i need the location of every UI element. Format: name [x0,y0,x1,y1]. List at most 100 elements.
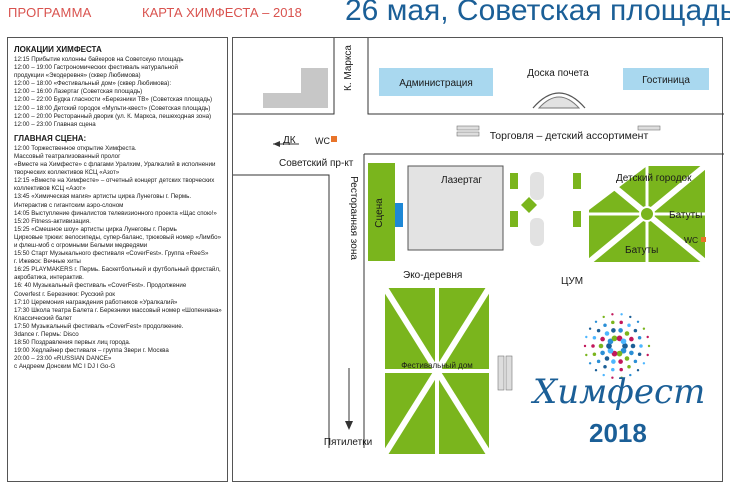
logo-dot [642,327,646,330]
logo-dot [620,376,623,379]
locations-list: 12:15 Прибытие колонны байкеров на Совет… [14,56,221,129]
khimfest-logo-emblem [583,313,651,379]
logo-dot [619,367,623,372]
eco-village-label: Эко-деревня [403,270,462,281]
program-line: с Андреем Донским MC I DJ I Go-G [14,363,116,371]
program-line: 12:15 Прибытие колонны байкеров на Совет… [14,56,184,63]
wc-label: WC [315,136,330,146]
logo-dot [592,336,597,340]
program-heading: ПРОГРАММА [8,5,92,20]
logo-dot [629,315,632,319]
program-line: Интерактив с гигантским аэро-слоном [14,201,124,209]
kids-town-area [587,163,707,265]
logo-dot [629,373,632,377]
logo-dot [627,365,631,369]
map-canvas: Администрация Гостиница Доска почета К. … [233,38,724,456]
logo-dot [629,350,634,356]
kiosk-box [510,173,518,189]
program-line: 16: 40 Музыкальный фестиваль «CoverFest»… [14,282,187,290]
program-line: 12:00 – 18:00 «Фестивальный дом» (сквер … [14,80,172,88]
program-line: 12:00 – 18:00 Детский городок «Мульти-кв… [14,104,211,112]
program-line: 17:10 Церемония награждения работников «… [14,298,178,306]
logo-dot [600,350,605,356]
logo-dot [611,359,616,364]
program-line: 20:00 – 23:00 «RUSSIAN DANCE» [14,355,112,363]
logo-dot [607,347,614,354]
logo-dot [585,335,588,339]
tsum-label: ЦУМ [561,276,583,287]
logo-dot [603,323,607,327]
logo-dot [636,369,640,372]
stage-area [368,163,395,261]
program-line: Массовый театрализованный пролог [14,152,121,160]
logo-dot [592,352,597,356]
stage-title: ГЛАВНАЯ СЦЕНА: [14,133,87,143]
logo-dot [622,343,628,349]
logo-dot [602,373,605,377]
lasertag-label: Лазертаг [441,175,482,186]
logo-dot [637,352,642,356]
program-line: 14:05 Выступление финалистов телевизионн… [14,209,217,217]
logo-dot [604,356,610,361]
block-edge-nw [233,38,335,115]
logo-dot [639,344,643,348]
logo-dot [588,327,592,330]
program-line: 12:00 – 19:00 Гастрономических фестиваль… [14,64,178,72]
round-bed [530,172,544,200]
logo-dot [591,344,595,348]
program-line: 17:50 Музыкальный фестиваль «CoverFest» … [14,322,184,330]
logo-dot [636,320,640,323]
program-line: 12:00 – 16:00 Лазертаг (Советская площад… [14,88,143,96]
kids-town-label-1: Детский городок [616,173,692,184]
logo-dot [600,336,605,342]
logo-year: 2018 [589,418,647,448]
program-line: Цирковые трюки: велосипеды, супер-баланс… [14,233,222,241]
doska-arc [532,92,586,109]
program-line: 15:20 Fitness-активизация. [14,217,91,225]
restaurant-zone-label: Ресторанная зона [348,176,359,260]
program-line: 12:00 – 23:00 Главная сцена [14,120,96,128]
program-line: 17:30 Школа театра Балета г. Березники м… [14,306,222,314]
administration-label: Администрация [399,78,473,89]
bench [456,131,480,137]
program-line: 12:00 Торжественное открытие Химфеста. [14,144,137,152]
kiosk-box [573,211,581,227]
logo-dot [607,338,614,345]
program-line: 12:15 «Вместе на Химфесте» – отчетный ко… [14,177,215,185]
logo-dot [602,315,605,319]
program-line: и флеш-моб с огромными Белыми медведями [14,241,148,249]
doska-label: Доска почета [527,68,589,79]
logo-dot [583,344,587,348]
trampolines-label-1: Батуты [669,210,702,221]
logo-dot [646,335,649,339]
logo-dot [630,343,636,349]
bench [637,125,661,131]
logo-dot [611,367,615,372]
stage-platform [395,203,403,227]
logo-dot [618,328,623,333]
pyatiletki-label: Пятилетки [324,437,372,448]
program-line: «Вместе на Химфесте» с флагами Уралхим, … [14,161,216,169]
lasertag-area [407,165,504,251]
bench [456,125,480,131]
diamond-marker [521,197,537,213]
stage-label: Сцена [374,198,385,228]
program-line: творческих коллективов КСЦ «Азот» [14,169,120,177]
program-line: 15:25 «Смешное шоу» артисты цирка Лунего… [14,225,177,233]
logo-dot [611,376,614,379]
wc-label-2: WC [684,235,698,245]
round-bed [530,218,544,246]
logo-dot [594,369,598,372]
bench-vertical [505,355,513,391]
logo-dot [619,320,623,325]
hotel-building [623,68,709,90]
logo-dot [629,336,634,342]
logo-dot [627,323,631,327]
logo-dot [596,328,601,333]
festival-map: Администрация Гостиница Доска почета К. … [232,37,724,482]
logo-dot [611,320,615,325]
hotel-label: Гостиница [642,75,690,86]
logo-dot [647,344,651,348]
program-line: 15:50 Старт Музыкального фестиваля «Cove… [14,250,209,258]
locations-title: ЛОКАЦИИ ХИМФЕСТА [14,45,102,54]
